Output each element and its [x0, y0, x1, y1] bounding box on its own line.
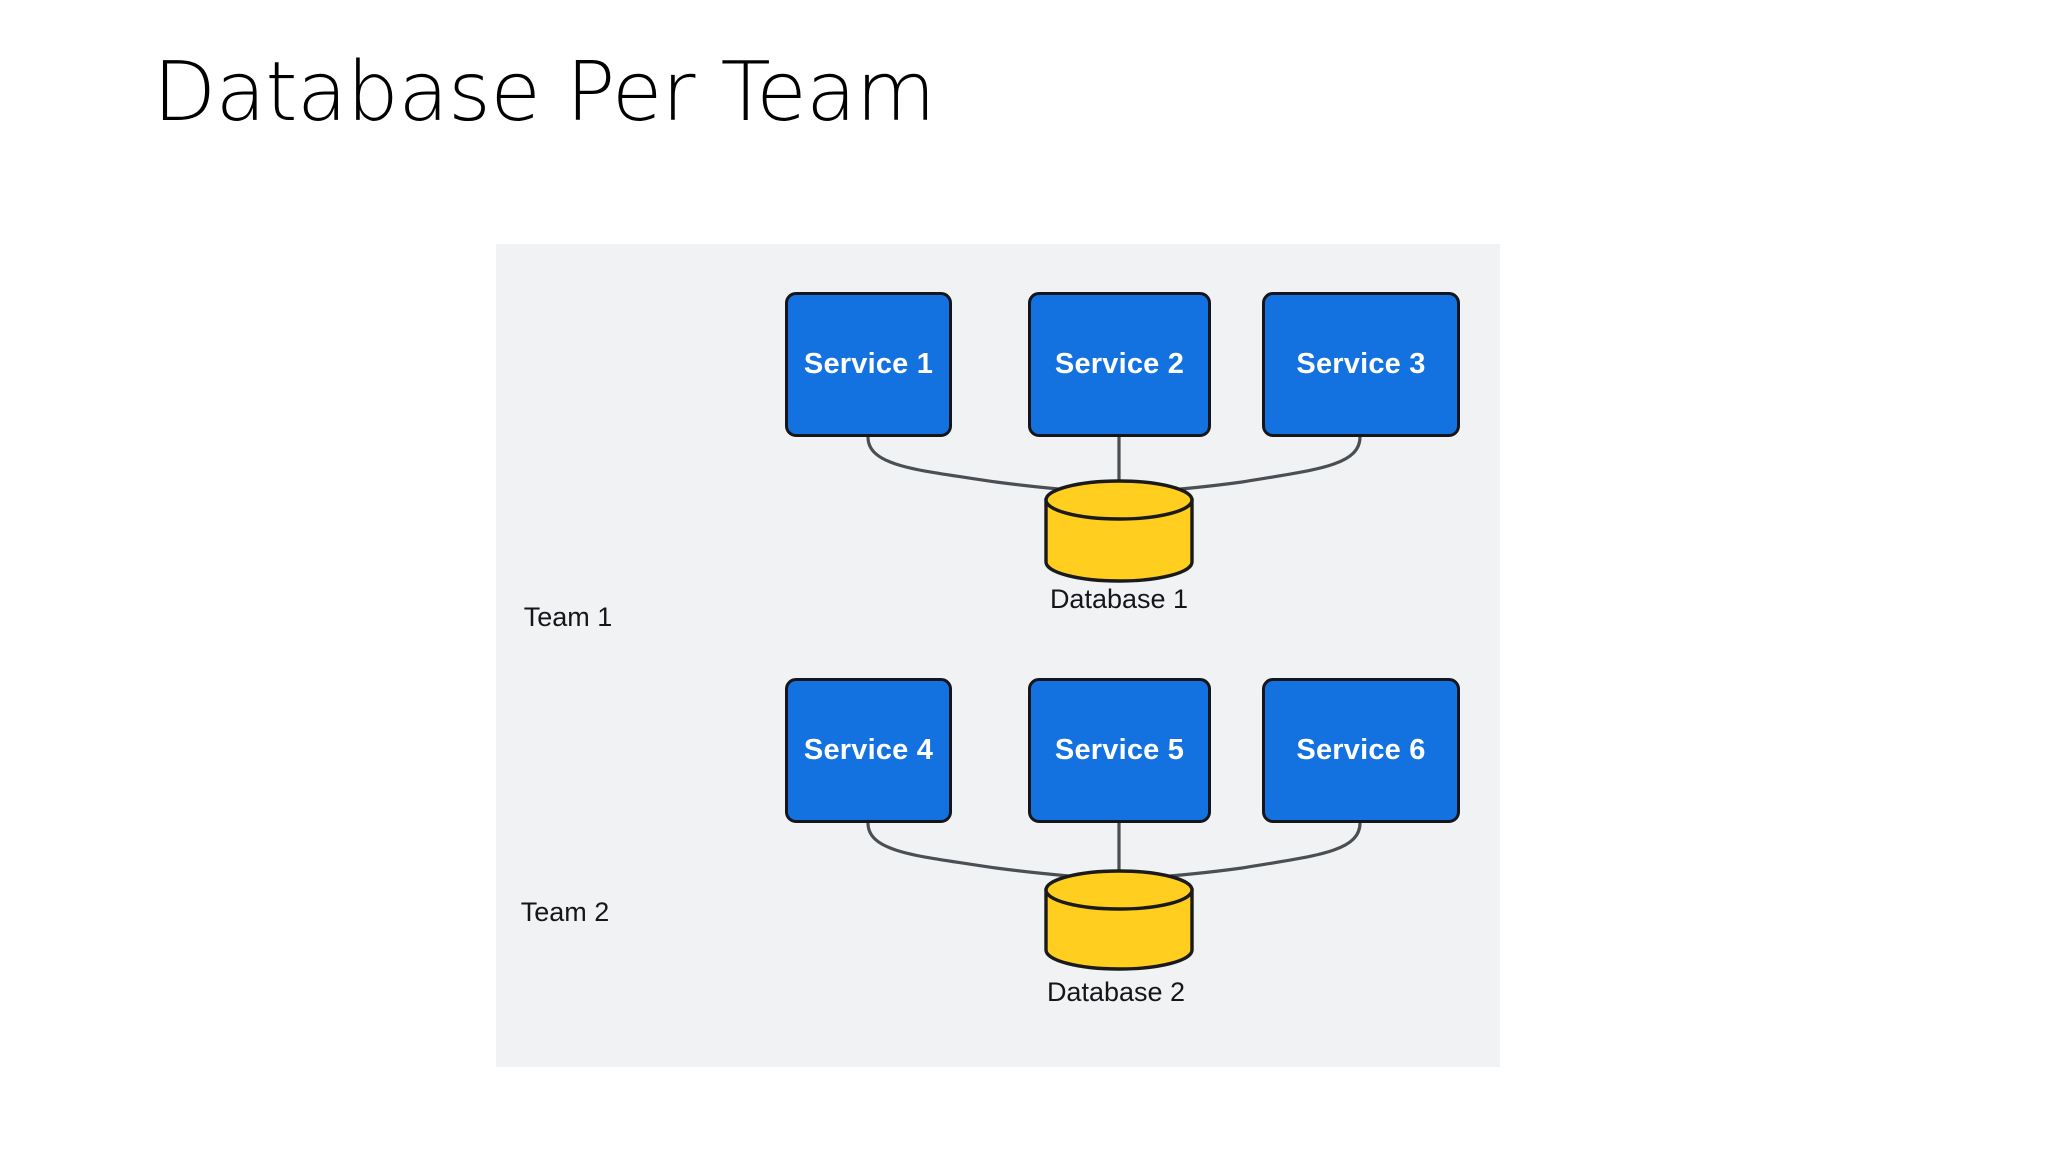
database-1-body: [1044, 498, 1194, 583]
diagram-panel: Team 1 Service 1 Service 2 Service 3 Dat…: [496, 244, 1500, 1067]
team-label-1: Team 1: [523, 602, 613, 632]
service-box-service-3[interactable]: Service 3: [1262, 292, 1460, 437]
connector-service-6-to-database-2: [1117, 821, 1362, 882]
service-box-label: Service 6: [1296, 734, 1426, 766]
connector-service-4-to-database-2: [866, 821, 1121, 882]
database-caption-1: Database 1: [1049, 584, 1189, 614]
database-2-body: [1044, 888, 1194, 971]
service-box-service-5[interactable]: Service 5: [1028, 678, 1211, 823]
team-label-2: Team 2: [520, 897, 610, 927]
database-1-top: [1044, 479, 1194, 521]
database-2-top: [1044, 869, 1194, 911]
service-box-label: Service 2: [1054, 348, 1185, 380]
service-box-label: Service 3: [1296, 348, 1426, 380]
page-title: Database Per Team: [153, 45, 936, 140]
service-box-service-4[interactable]: Service 4: [785, 678, 952, 823]
database-caption-2: Database 2: [1046, 977, 1186, 1007]
database-1-cylinder: [1044, 479, 1194, 583]
service-box-service-6[interactable]: Service 6: [1262, 678, 1460, 823]
service-box-service-1[interactable]: Service 1: [785, 292, 952, 437]
service-box-label: Service 5: [1054, 734, 1185, 766]
service-box-label: Service 1: [803, 348, 934, 380]
service-box-service-2[interactable]: Service 2: [1028, 292, 1211, 437]
database-2-cylinder: [1044, 869, 1194, 971]
diagram-connectors-and-databases: [866, 435, 1362, 971]
service-box-label: Service 4: [803, 734, 934, 766]
